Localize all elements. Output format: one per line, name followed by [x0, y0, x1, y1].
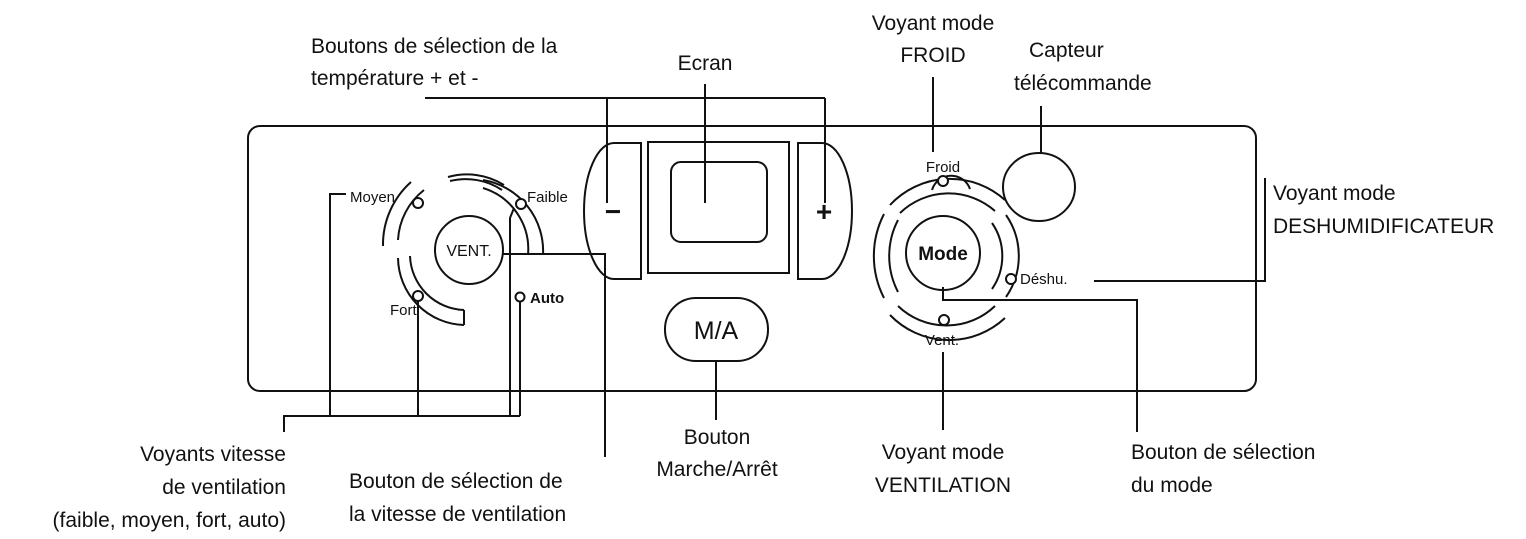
display-screen [670, 161, 768, 243]
callout-sensor-line2: télécommande [1014, 72, 1152, 95]
plus-button[interactable] [797, 142, 853, 280]
mode-arc-right-inner [991, 222, 1004, 290]
fan-arc-medium-outer [381, 181, 412, 247]
callout-mode-button-line2: du mode [1131, 474, 1213, 497]
minus-button-label: − [605, 196, 621, 227]
fan-label-auto: Auto [530, 290, 564, 307]
mode-arc-top-inner [899, 192, 996, 214]
fan-label-medium: Moyen [350, 189, 395, 206]
led-medium [412, 197, 424, 209]
leader-fan-leds [283, 415, 520, 432]
mode-label-fan: Vent. [925, 332, 959, 349]
led-fan-mode [938, 314, 950, 326]
callout-dehum-line2: DESHUMIDIFICATEUR [1273, 215, 1494, 238]
callout-power-line1: Bouton [684, 426, 751, 449]
callout-fan-leds-line1: Voyants vitesse [140, 443, 286, 466]
callout-temp-buttons-line2: température + et - [311, 67, 479, 90]
callout-temp-buttons-line1: Boutons de sélection de la [311, 35, 558, 58]
mode-label-cold: Froid [926, 159, 960, 176]
fan-arc-top-inner [449, 178, 503, 191]
callout-cold-line2: FROID [900, 44, 965, 67]
callout-power-line2: Marche/Arrêt [656, 458, 778, 481]
fan-arc-low [482, 179, 545, 256]
callout-fan-button-line1: Bouton de sélection de [349, 470, 563, 493]
leader-led-low [509, 207, 515, 416]
remote-sensor [1002, 152, 1076, 222]
mode-arc-bottom-outer [889, 314, 1006, 342]
mode-arc-left-inner [888, 219, 899, 293]
fan-arc-medium [397, 189, 425, 241]
callout-fan-mode-line1: Voyant mode [882, 441, 1005, 464]
callout-fan-leds-line3: (faible, moyen, fort, auto) [53, 509, 286, 532]
led-low [515, 198, 527, 210]
callout-fan-leds-line2: de ventilation [162, 476, 286, 499]
fan-speed-button[interactable] [434, 215, 504, 285]
led-dehum [1005, 273, 1017, 285]
fan-speed-button-label: VENT. [446, 243, 491, 260]
leader-fan-button [503, 253, 606, 457]
callout-fan-button-line2: la vitesse de ventilation [349, 503, 566, 526]
callout-cold-line1: Voyant mode [872, 12, 995, 35]
mode-arc-right [1005, 214, 1020, 298]
plus-button-label: + [816, 196, 832, 227]
fan-arc-high-inner [409, 255, 465, 311]
led-high [412, 290, 424, 302]
fan-arc-top [447, 173, 505, 186]
fan-label-low: Faible [527, 189, 568, 206]
leader-mode-button [942, 287, 1138, 432]
leader-dehum [1094, 178, 1266, 282]
led-cold [937, 175, 949, 187]
mode-arc-top [931, 174, 971, 191]
mode-button-label: Mode [918, 244, 968, 265]
fan-arc-low-inner [482, 187, 530, 256]
power-button-label: M/A [694, 317, 739, 345]
led-auto [514, 291, 526, 303]
callout-fan-mode-line2: VENTILATION [875, 474, 1011, 497]
fan-label-high: Fort [390, 302, 418, 319]
callout-dehum-line1: Voyant mode [1273, 182, 1396, 205]
mode-label-dehum: Déshu. [1020, 271, 1068, 288]
mode-arc-bottom [897, 305, 996, 327]
callout-sensor-line1: Capteur [1029, 39, 1104, 62]
mode-arc-left-outer [872, 213, 885, 299]
callout-screen: Ecran [678, 52, 733, 75]
callout-mode-button-line1: Bouton de sélection [1131, 441, 1315, 464]
leader-led-medium [329, 193, 346, 416]
